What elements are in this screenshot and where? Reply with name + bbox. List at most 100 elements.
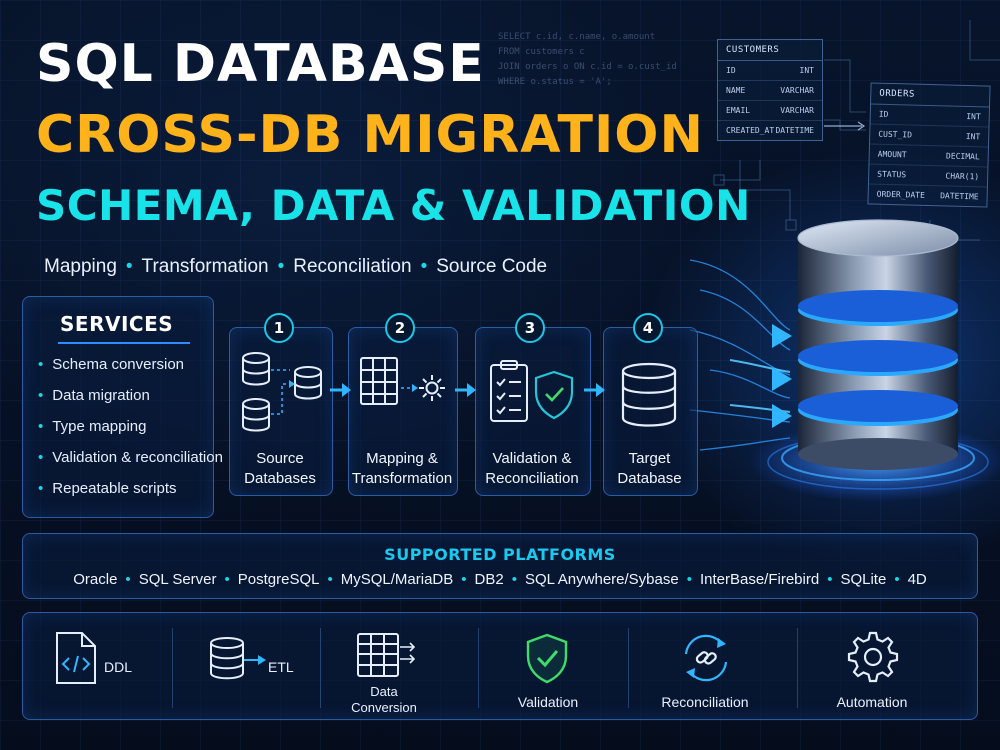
step-label: Validation & Reconciliation [475, 449, 589, 489]
checklist-shield-icon [490, 360, 574, 422]
feature-label-validation: Validation [517, 694, 579, 710]
services-panel [22, 296, 214, 518]
column-name: NAME [726, 86, 746, 95]
step-label-line: Transformation [351, 470, 453, 487]
divider [797, 628, 798, 708]
reconciliation-sync-icon [684, 634, 728, 682]
step-label-line: Database [617, 470, 682, 487]
platform-item: MySQL/MariaDB [340, 571, 454, 588]
sql-line: WHERE o.status = 'A'; [498, 77, 612, 87]
divider [478, 628, 479, 708]
service-label: Validation & reconciliation [52, 449, 223, 466]
bullet-dot: • [327, 571, 333, 588]
platforms-panel [22, 533, 978, 599]
column-type: INT [966, 111, 981, 122]
feature-label-line: Conversion [351, 700, 417, 715]
list-item: •Type mapping [38, 418, 147, 435]
shield-check-icon [526, 633, 568, 684]
column-name: EMAIL [726, 106, 751, 115]
etl-database-icon [210, 637, 266, 680]
bullet-dot: • [461, 571, 467, 588]
bullet-dot: • [277, 256, 285, 277]
platform-item: DB2 [474, 571, 504, 588]
platform-item: InterBase/Firebird [699, 571, 820, 588]
sql-snippet: SELECT c.id, c.name, o.amount FROM custo… [498, 30, 677, 90]
platform-item: 4D [907, 571, 927, 588]
subtitle-item: Source Code [436, 256, 548, 277]
data-conversion-icon [357, 633, 416, 677]
bullet-dot: • [420, 256, 428, 277]
subtitle-item: Reconciliation [293, 256, 412, 277]
step-label-line: Reconciliation [485, 470, 579, 487]
feature-label-data-conversion: Data Conversion [330, 684, 438, 716]
column-type: VARCHAR [780, 86, 814, 95]
subtitle-item: Transformation [141, 256, 269, 277]
divider [172, 628, 173, 708]
step-panel-target [603, 327, 698, 496]
service-label: Data migration [52, 387, 150, 404]
step-number: 3 [515, 313, 545, 343]
feature-label-etl: ETL [268, 659, 294, 675]
target-database-icon [621, 362, 677, 427]
step-label: Mapping &Transformation [348, 449, 456, 489]
step-label-line: Validation & [492, 450, 572, 467]
database-stack-icon [690, 219, 1000, 502]
sql-line: FROM customers c [498, 47, 585, 57]
column-name: CREATED_AT [726, 126, 775, 135]
platform-item: Oracle [73, 571, 118, 588]
divider [628, 628, 629, 708]
gear-icon [419, 375, 445, 401]
sql-line: JOIN orders o ON c.id = o.cust_id [498, 62, 677, 72]
list-item: •Repeatable scripts [38, 480, 177, 497]
column-type: CHAR(1) [945, 171, 980, 182]
feature-label-reconciliation: Reconciliation [661, 694, 749, 710]
code-file-icon [56, 632, 96, 684]
services-title: SERVICES [60, 312, 174, 336]
arrow-right-icon [330, 383, 351, 397]
list-item: •Schema conversion [38, 356, 184, 373]
arrow-right-icon [584, 383, 605, 397]
table-row: ID INT [718, 61, 822, 81]
column-name: AMOUNT [877, 149, 907, 160]
platforms-title: SUPPORTED PLATFORMS [384, 545, 616, 564]
bullet-dot: • [125, 256, 133, 277]
feature-label-automation: Automation [836, 694, 908, 710]
service-label: Type mapping [52, 418, 147, 435]
bullet-dot: • [686, 571, 692, 588]
arrow-right-icon [455, 383, 476, 397]
bullet-dot: • [827, 571, 833, 588]
service-label: Schema conversion [52, 356, 184, 373]
step-number: 2 [385, 313, 415, 343]
column-type: DATETIME [775, 126, 814, 135]
divider [320, 628, 321, 708]
column-name: ID [726, 66, 736, 75]
column-name: STATUS [877, 169, 907, 180]
feature-label-ddl: DDL [104, 659, 133, 675]
list-item: •Validation & reconciliation [38, 449, 223, 466]
step-label-line: Target [628, 450, 671, 467]
bullet-dot: • [125, 571, 131, 588]
platform-item: SQL Anywhere/Sybase [525, 571, 679, 588]
sql-line: SELECT c.id, c.name, o.amount [498, 32, 656, 42]
subtitle-item: Mapping [44, 256, 117, 277]
subtitle: Mapping • Transformation • Reconciliation • So… [44, 256, 547, 278]
column-type: INT [799, 66, 814, 75]
step-panel-validation [475, 327, 591, 496]
title-line-1: SQL DATABASE [36, 34, 485, 94]
platforms-list: Oracle•SQL Server•PostgreSQL•MySQL/Maria… [24, 571, 976, 588]
step-label-line: Databases [244, 470, 316, 487]
services-underline [58, 342, 190, 344]
step-panel-mapping [348, 327, 458, 496]
step-number: 4 [633, 313, 663, 343]
platform-item: SQLite [840, 571, 887, 588]
column-name: CUST_ID [878, 129, 913, 140]
column-type: DECIMAL [945, 151, 980, 162]
gear-icon [847, 631, 899, 683]
